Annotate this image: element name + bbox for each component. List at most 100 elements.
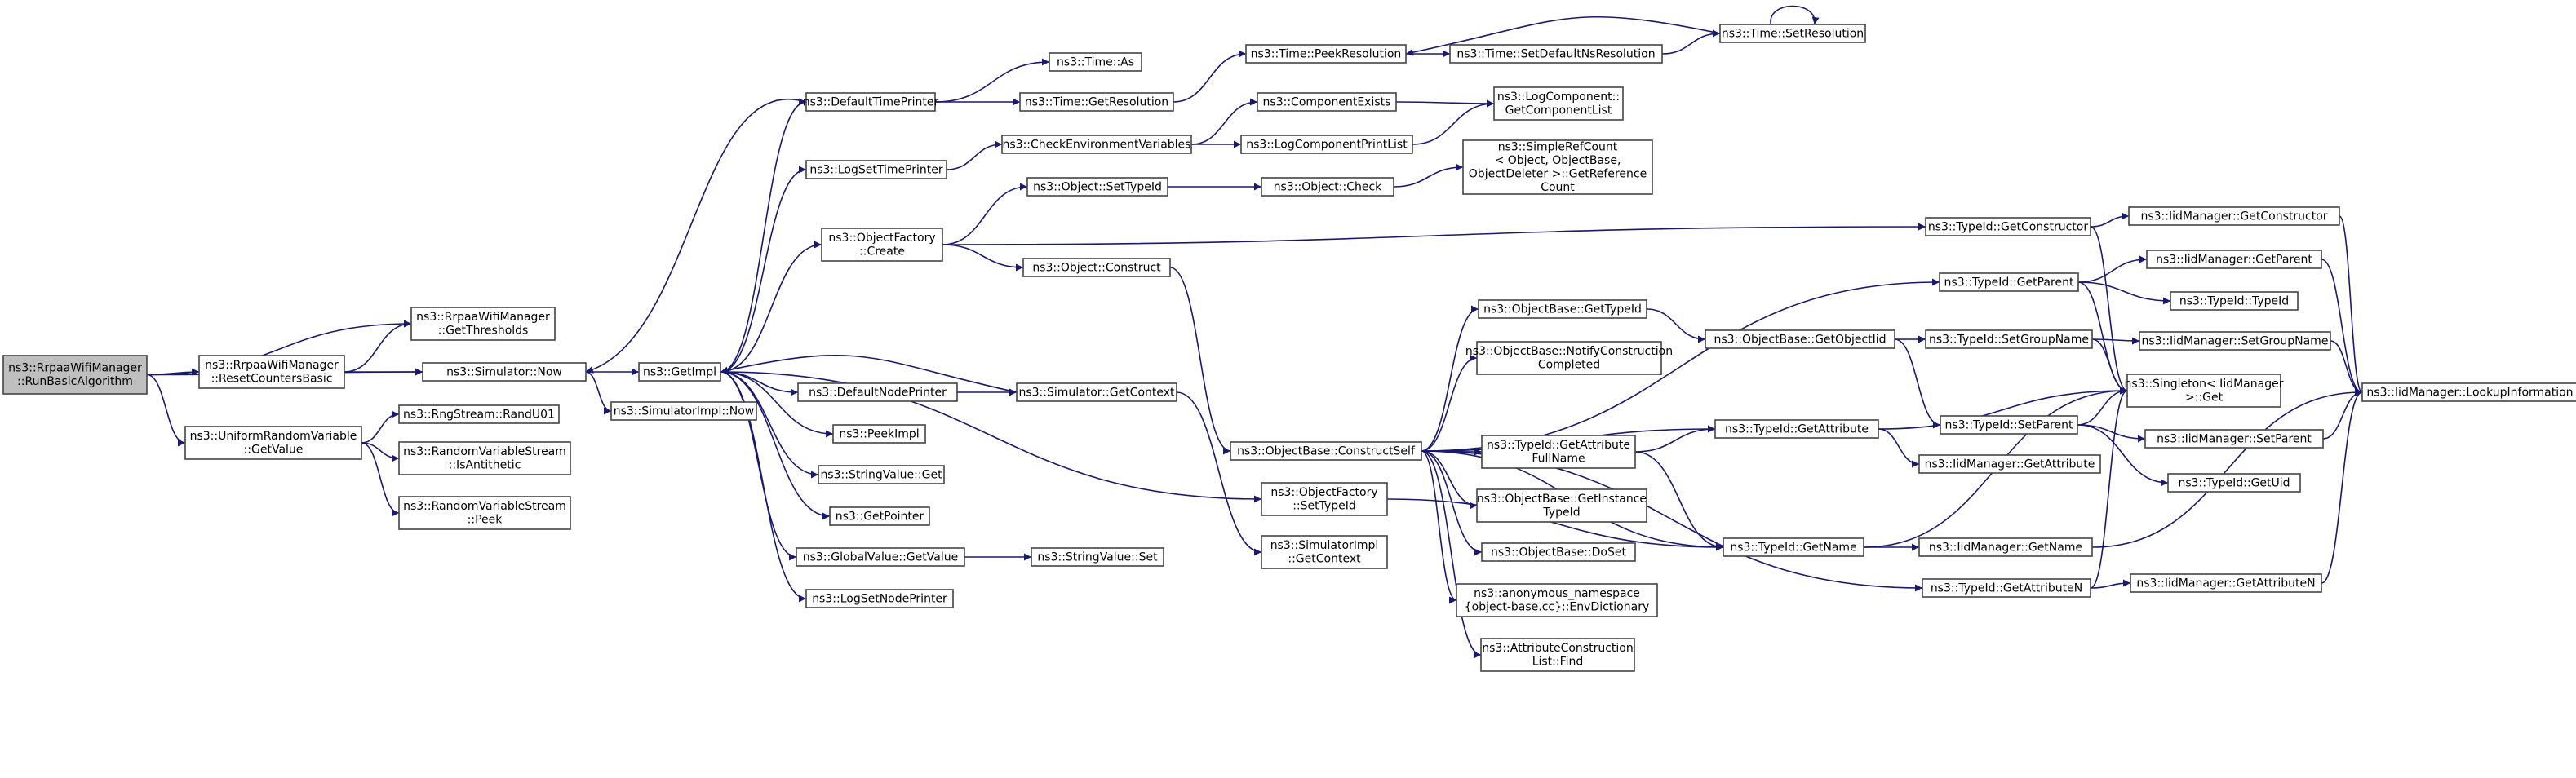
node-ofsettid[interactable]: ns3::ObjectFactory::SetTypeId [1261, 482, 1388, 516]
call-edge-iidgetparent-to-lookup [2321, 259, 2363, 396]
node-peekres[interactable]: ns3::Time::PeekResolution [1245, 44, 1407, 64]
node-tidgetattrn[interactable]: ns3::TypeId::GetAttributeN [1922, 578, 2091, 598]
call-edge-objconstruct-to-cself [1169, 267, 1231, 455]
node-box [821, 228, 943, 262]
node-label: ns3::TypeId::TypeId [2179, 294, 2289, 307]
node-setres[interactable]: ns3::Time::SetResolution [1719, 24, 1866, 43]
node-getptr[interactable]: ns3::GetPointer [829, 506, 930, 526]
node-box [1493, 86, 1624, 121]
node-gvget[interactable]: ns3::GlobalValue::GetValue [796, 547, 965, 567]
node-urv[interactable]: ns3::UniformRandomVariable::GetValue [184, 426, 362, 460]
node-iidsetparent[interactable]: ns3::IidManager::SetParent [2144, 429, 2324, 449]
node-lcpl[interactable]: ns3::LogComponentPrintList [1240, 135, 1413, 154]
node-svget[interactable]: ns3::StringValue::Get [818, 465, 945, 484]
node-compexists[interactable]: ns3::ComponentExists [1257, 92, 1397, 112]
node-peekrvs[interactable]: ns3::RandomVariableStream::Peek [398, 496, 571, 530]
call-edge-lcpl-to-lcgcl [1412, 99, 1495, 145]
node-label: ns3::TypeId::GetConstructor [1928, 220, 2088, 233]
node-lstp[interactable]: ns3::LogSetTimePrinter [805, 160, 947, 179]
node-setdefns[interactable]: ns3::Time::SetDefaultNsResolution [1449, 44, 1663, 64]
node-run[interactable]: ns3::RrpaaWifiManager::RunBasicAlgorithm [2, 355, 148, 395]
call-edge-getimpl-to-peekimpl [720, 371, 834, 438]
call-edge-simnow-to-simimplnow [585, 371, 612, 415]
node-obnotify[interactable]: ns3::ObjectBase::NotifyConstructionCompl… [1465, 341, 1673, 375]
node-dtp[interactable]: ns3::DefaultTimePrinter [803, 92, 939, 112]
node-iidgetattr[interactable]: ns3::IidManager::GetAttribute [1918, 454, 2101, 474]
node-simgetctx[interactable]: ns3::Simulator::GetContext [1016, 382, 1177, 402]
node-objsettid[interactable]: ns3::Object::SetTypeId [1026, 177, 1168, 197]
node-box [1481, 542, 1636, 562]
node-reset[interactable]: ns3::RrpaaWifiManager::ResetCountersBasi… [198, 355, 345, 389]
node-box [1230, 441, 1422, 461]
call-edge-tidgetattrn-to-singleton [2090, 387, 2128, 589]
node-label: ns3::ComponentExists [1263, 95, 1391, 108]
node-obdoset[interactable]: ns3::ObjectBase::DoSet [1481, 542, 1636, 562]
node-cself[interactable]: ns3::ObjectBase::ConstructSelf [1230, 441, 1422, 461]
node-box [2361, 382, 2576, 402]
node-iidgetparent[interactable]: ns3::IidManager::GetParent [2146, 250, 2322, 269]
node-label: ::Peek [468, 514, 503, 527]
node-box [796, 547, 965, 567]
node-box [1016, 382, 1177, 402]
node-iidgetctor[interactable]: ns3::IidManager::GetConstructor [2128, 206, 2340, 226]
node-box [1478, 299, 1647, 319]
node-simnow[interactable]: ns3::Simulator::Now [422, 362, 587, 382]
call-edge-ofcreate-to-tidgetctor [942, 223, 1926, 245]
node-svset[interactable]: ns3::StringValue::Set [1031, 547, 1164, 567]
node-tidgetname[interactable]: ns3::TypeId::GetName [1723, 537, 1864, 557]
node-lcgcl[interactable]: ns3::LogComponent::GetComponentList [1493, 86, 1624, 121]
node-label: ns3::RandomVariableStream [403, 500, 566, 513]
node-tidgetattr[interactable]: ns3::TypeId::GetAttribute [1714, 419, 1879, 439]
node-tidgetuid[interactable]: ns3::TypeId::GetUid [2167, 473, 2301, 493]
call-edge-simgetctx-to-getimpl [720, 354, 1018, 393]
node-label: ::GetValue [244, 444, 304, 457]
node-checkenv[interactable]: ns3::CheckEnvironmentVariables [1001, 135, 1192, 154]
node-lookup[interactable]: ns3::IidManager::LookupInformation [2361, 382, 2576, 402]
node-tidsetparent[interactable]: ns3::TypeId::SetParent [1940, 415, 2078, 435]
node-label: ns3::ObjectFactory [828, 232, 935, 245]
node-singleton[interactable]: ns3::Singleton< IidManager>::Get [2125, 374, 2284, 408]
node-getimpl[interactable]: ns3::GetImpl [638, 362, 721, 382]
node-obgettid[interactable]: ns3::ObjectBase::GetTypeId [1478, 299, 1647, 319]
call-edge-cself-to-obgettid [1421, 305, 1479, 452]
call-edge-lstp-to-checkenv [946, 140, 1003, 170]
call-edge-getimpl-to-getptr [720, 371, 831, 520]
node-objconstruct[interactable]: ns3::Object::Construct [1022, 258, 1171, 277]
node-peekimpl[interactable]: ns3::PeekImpl [832, 424, 926, 444]
node-label: ns3::ObjectBase::GetTypeId [1483, 303, 1642, 316]
node-label: ns3::ObjectBase::NotifyConstruction [1465, 345, 1673, 358]
node-label: ns3::TypeId::GetAttribute [1487, 439, 1630, 452]
node-srefcount[interactable]: ns3::SimpleRefCount< Object, ObjectBase,… [1462, 139, 1653, 195]
node-lsnp[interactable]: ns3::LogSetNodePrinter [805, 589, 954, 608]
node-dnp[interactable]: ns3::DefaultNodePrinter [797, 382, 958, 402]
node-box [198, 355, 345, 389]
node-iidsetgroup[interactable]: ns3::IidManager::SetGroupName [2139, 331, 2331, 351]
node-tidgetctor[interactable]: ns3::TypeId::GetConstructor [1925, 217, 2091, 236]
node-tidsetgroup[interactable]: ns3::TypeId::SetGroupName [1925, 329, 2093, 349]
call-edge-cself-to-obgetinst [1421, 450, 1478, 510]
node-simimplnow[interactable]: ns3::SimulatorImpl::Now [610, 401, 757, 421]
node-simimplctx[interactable]: ns3::SimulatorImpl::GetContext [1261, 535, 1388, 569]
node-box [410, 307, 556, 341]
node-objcheck[interactable]: ns3::Object::Check [1261, 177, 1394, 197]
node-anti[interactable]: ns3::RandomVariableStream::IsAntithetic [398, 441, 571, 475]
node-ofcreate[interactable]: ns3::ObjectFactory::Create [821, 228, 943, 262]
node-timeas[interactable]: ns3::Time::As [1049, 52, 1142, 72]
call-edge-compexists-to-lcgcl [1395, 99, 1495, 108]
node-obgetoid[interactable]: ns3::ObjectBase::GetObjectIid [1705, 329, 1895, 349]
node-iidgetname[interactable]: ns3::IidManager::GetName [1918, 537, 2093, 557]
node-tidgetparent[interactable]: ns3::TypeId::GetParent [1939, 272, 2079, 292]
node-timegetres[interactable]: ns3::Time::GetResolution [1019, 92, 1174, 112]
node-getthr[interactable]: ns3::RrpaaWifiManager::GetThresholds [410, 307, 556, 341]
node-box [1449, 44, 1663, 64]
node-envdict[interactable]: ns3::anonymous_namespace{object-base.cc}… [1456, 583, 1658, 617]
node-iidgetattrn[interactable]: ns3::IidManager::GetAttributeN [2130, 573, 2322, 593]
call-edge-setres-to-peekres [1405, 16, 1721, 56]
node-label: ns3::GlobalValue::GetValue [803, 550, 958, 564]
node-randu[interactable]: ns3::RngStream::RandU01 [398, 404, 560, 424]
node-tidtid[interactable]: ns3::TypeId::TypeId [2170, 291, 2299, 311]
